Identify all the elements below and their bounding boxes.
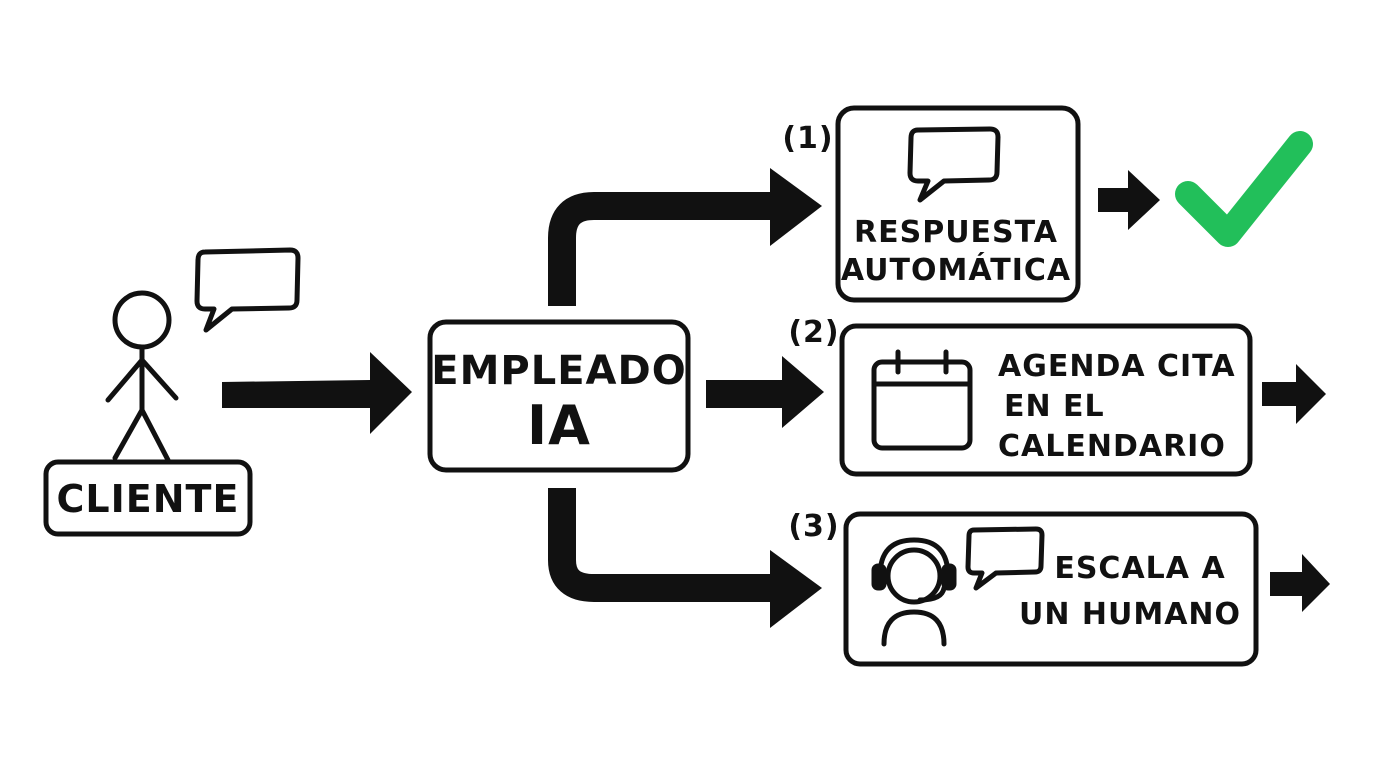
calendar-icon (871, 349, 973, 451)
client-label: CLIENTE (57, 477, 240, 521)
client-group: CLIENTE (43, 247, 301, 537)
option-1-group: (1) RESPUESTA AUTOMÁTICA (782, 105, 1313, 303)
option-2-number: (2) (788, 315, 839, 350)
speech-bubble-icon (965, 526, 1045, 591)
hub-group: EMPLEADO IA (427, 319, 691, 473)
branch-arrows (548, 168, 824, 628)
hub-title-line2: IA (527, 394, 591, 457)
option-3-line1: ESCALA A (1054, 551, 1225, 586)
option-3-box (843, 511, 1259, 667)
speech-bubble-icon (907, 126, 1001, 203)
arrow-client-to-hub (222, 352, 412, 434)
option-2-line1: AGENDA CITA (998, 349, 1236, 384)
headset-agent-icon (871, 537, 957, 647)
arrow-hub-to-option-1 (548, 192, 782, 306)
arrow-hub-to-option-3 (548, 488, 782, 602)
option-1-line2: AUTOMÁTICA (841, 252, 1071, 288)
option-2-group: (2) AGENDA CITA EN EL CALENDARIO (788, 315, 1326, 477)
arrow-option-3-out (1270, 554, 1330, 612)
hub-title-line1: EMPLEADO (431, 348, 686, 394)
option-3-line2: UN HUMANO (1019, 597, 1241, 632)
client-label-box (43, 459, 253, 537)
arrow-option-1-to-check (1098, 170, 1160, 230)
option-1-box (835, 105, 1081, 303)
arrow-head-option-1 (770, 168, 822, 246)
hub-box (427, 319, 691, 473)
client-speech-bubble-icon (194, 247, 301, 333)
checkmark-icon (1175, 131, 1313, 247)
arrow-head-option-3 (770, 550, 822, 628)
option-2-line3: CALENDARIO (998, 429, 1226, 464)
option-3-number: (3) (788, 509, 839, 544)
option-3-group: (3) ESCALA A UN HUMANO (788, 509, 1330, 667)
stick-figure-icon (105, 290, 179, 463)
option-2-line2: EN EL (1004, 389, 1105, 424)
option-1-number: (1) (782, 121, 833, 156)
arrow-option-2-out (1262, 364, 1326, 424)
arrow-hub-to-option-2 (706, 356, 824, 428)
option-1-line1: RESPUESTA (854, 215, 1058, 250)
